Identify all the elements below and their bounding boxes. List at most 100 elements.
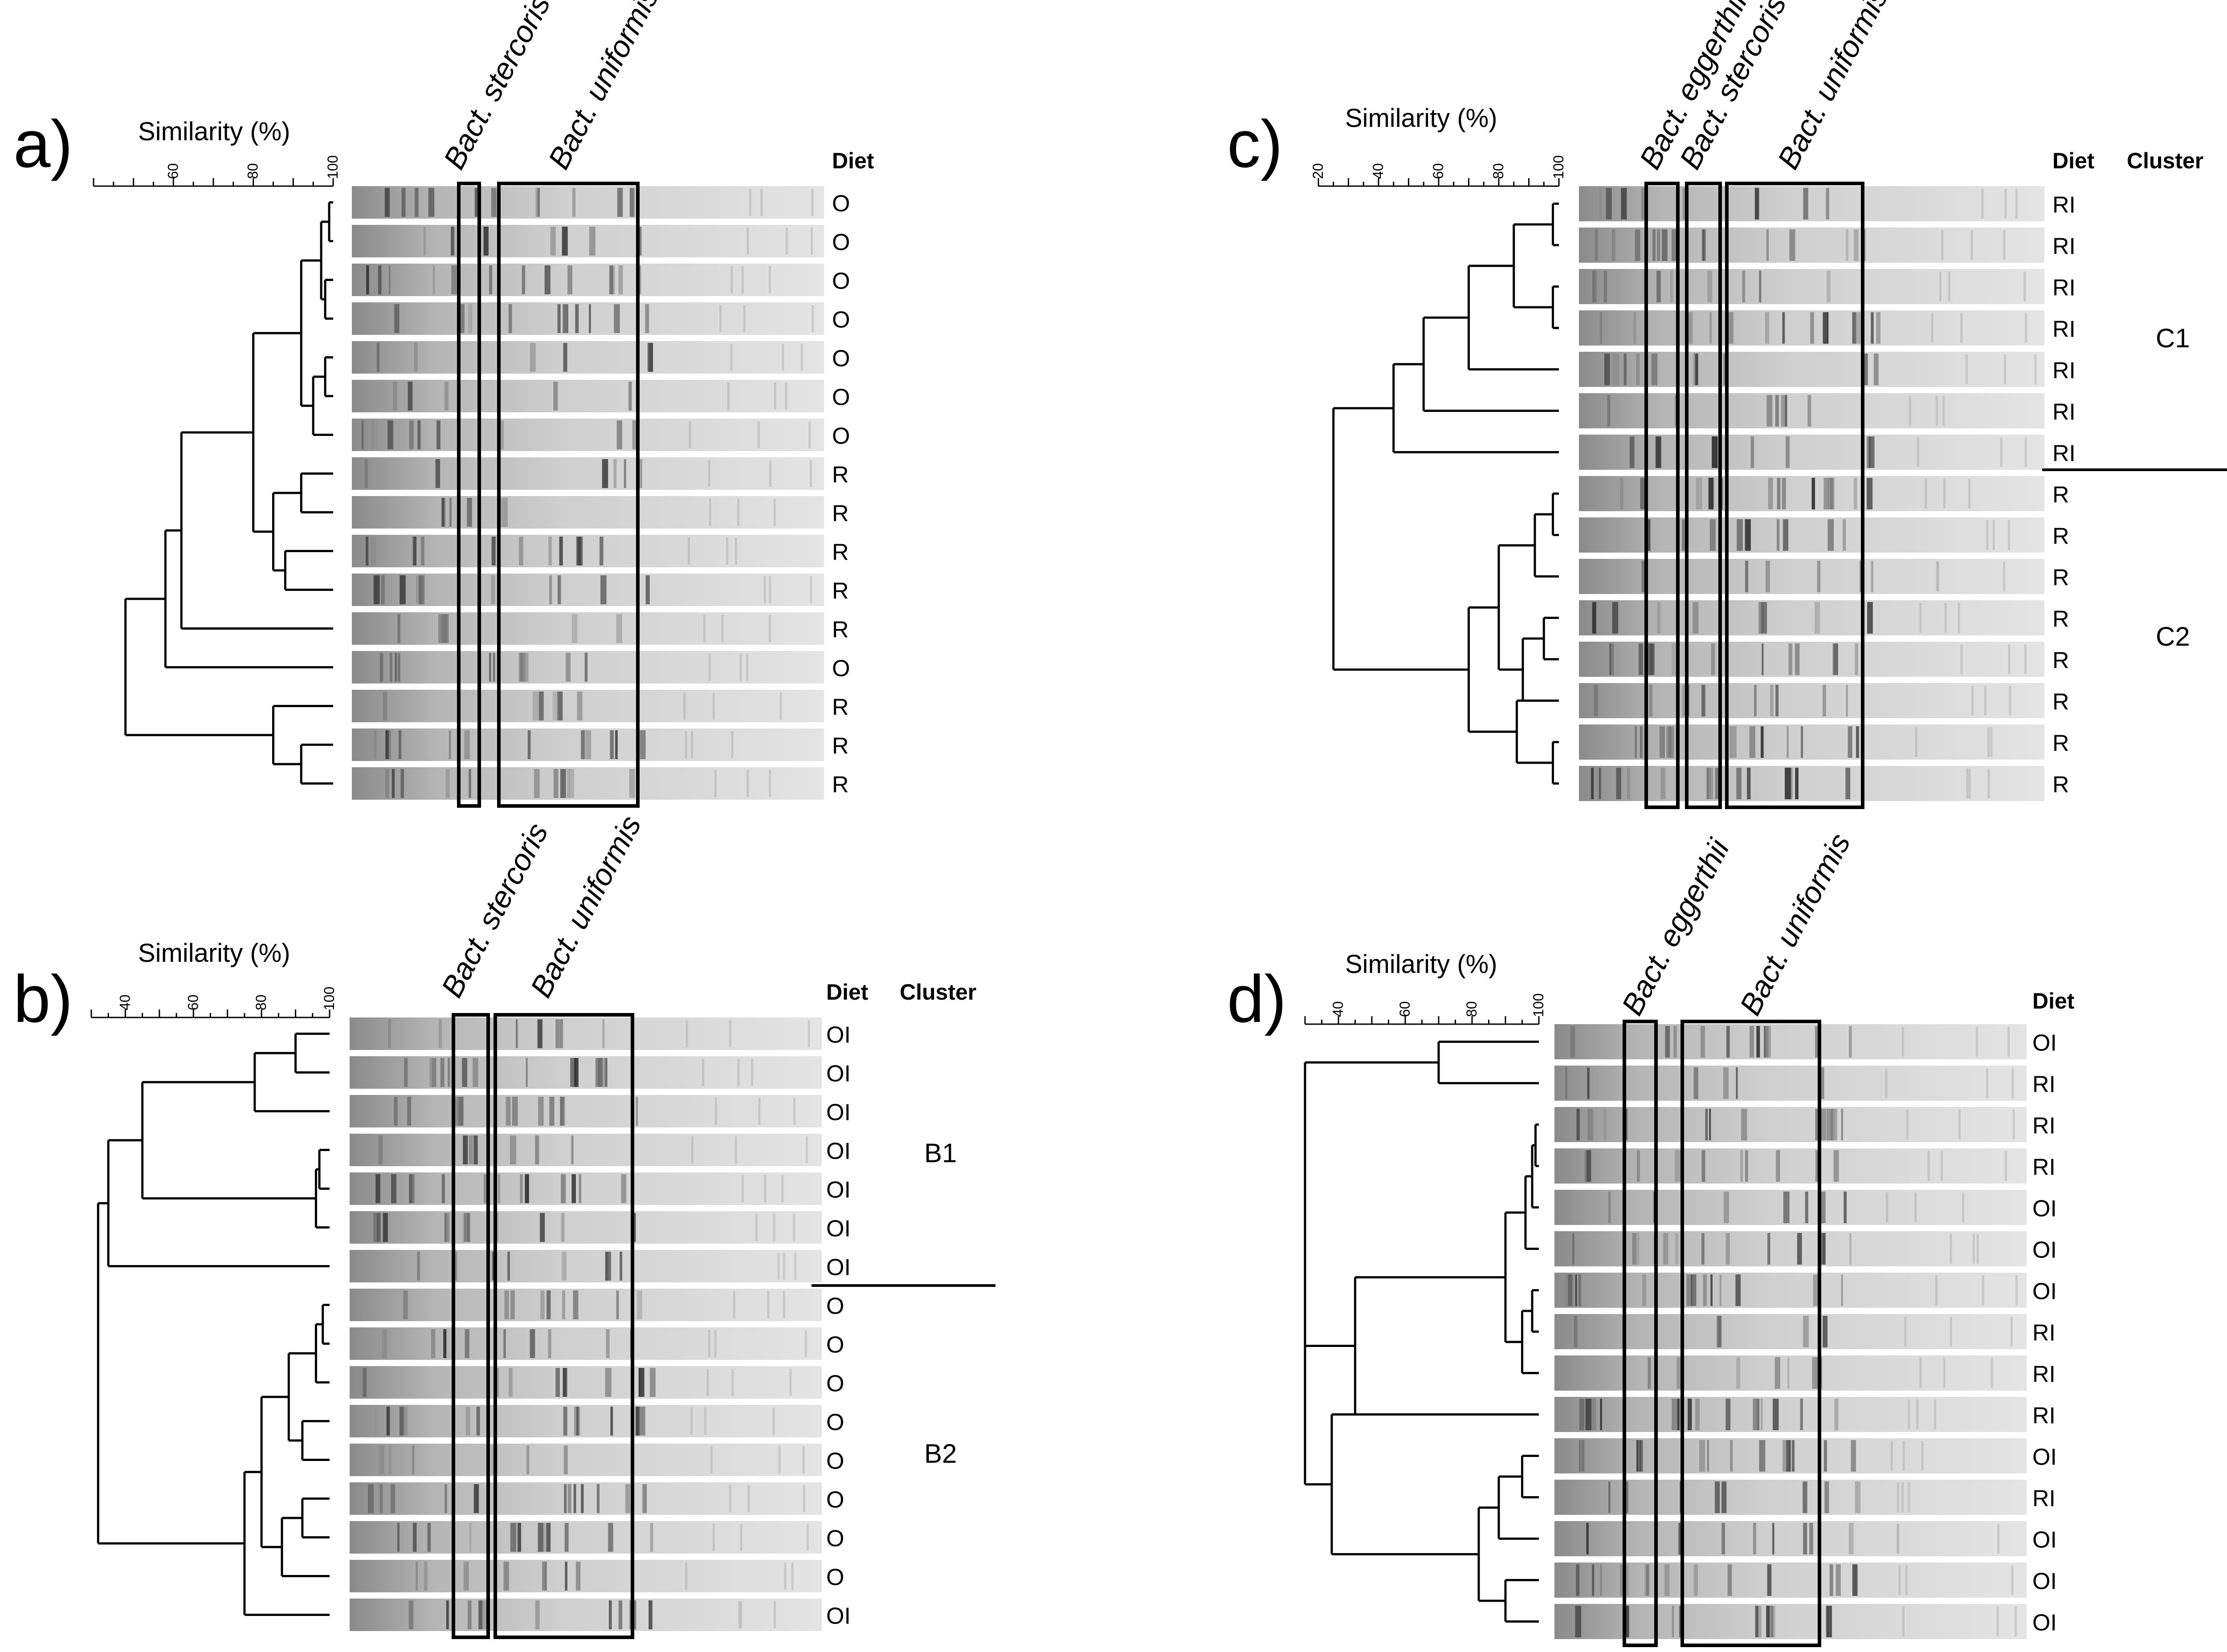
gel-band	[1693, 1067, 1698, 1099]
gel-band	[647, 343, 650, 372]
gel-band	[589, 227, 595, 256]
gel-band	[474, 188, 477, 217]
gel-band	[473, 1135, 478, 1164]
gel-band	[616, 420, 622, 449]
gel-band	[441, 498, 445, 527]
gel-band	[389, 653, 392, 682]
gel-band	[628, 382, 632, 411]
species-band-box	[452, 1013, 490, 1639]
gel-band	[779, 692, 782, 720]
diet-label: RI	[2032, 1113, 2056, 1139]
gel-band	[1925, 479, 1927, 509]
gel-band	[508, 1368, 513, 1397]
gel-band	[1761, 1399, 1763, 1430]
gel-band	[1834, 643, 1838, 675]
gel-band	[1768, 1606, 1774, 1637]
gel-band	[1633, 312, 1636, 344]
gel-band	[618, 265, 623, 294]
gel-band	[2010, 1317, 2013, 1347]
gel-band	[589, 304, 591, 333]
gel-band	[1709, 1109, 1711, 1140]
gel-band	[621, 1174, 627, 1203]
gel-band	[624, 459, 626, 488]
gel-band	[1765, 561, 1770, 592]
gel-band	[1801, 726, 1803, 758]
gel-band	[399, 1407, 405, 1436]
gel-band	[1832, 1109, 1837, 1140]
gel-band	[1603, 271, 1607, 302]
gel-band	[1990, 727, 1993, 757]
gel-lane	[1554, 1024, 2027, 1059]
gel-band	[575, 1562, 581, 1591]
diet-label: OI	[826, 1603, 851, 1629]
gel-band	[473, 1058, 478, 1087]
gel-band	[1671, 229, 1677, 261]
gel-band	[1727, 1564, 1732, 1596]
gel-band	[510, 1135, 516, 1164]
cluster-label: B1	[924, 1138, 957, 1168]
gel-band	[534, 769, 540, 798]
gel-band	[412, 1445, 415, 1474]
axis-tick-label: 40	[1370, 163, 1386, 179]
gel-band	[1826, 1109, 1833, 1140]
gel-band	[546, 1523, 551, 1552]
gel-band	[375, 1174, 380, 1203]
gel-band	[768, 266, 771, 293]
gel-band	[1701, 1150, 1705, 1182]
gel-band	[1617, 354, 1619, 385]
gel-band	[746, 654, 748, 681]
gel-band	[1815, 602, 1820, 634]
gel-band	[1707, 768, 1711, 799]
diet-label: RI	[2052, 441, 2076, 467]
gel-band	[1754, 188, 1759, 220]
similarity-axis-title: Similarity (%)	[1345, 950, 1497, 979]
gel-band	[1620, 478, 1623, 509]
gel-band	[544, 265, 551, 294]
gel-lane	[352, 690, 824, 722]
gel-band	[1682, 685, 1686, 716]
gel-band	[1844, 1192, 1847, 1223]
gel-band	[1612, 354, 1619, 385]
gel-band	[1646, 1564, 1649, 1596]
gel-band	[1721, 1481, 1727, 1513]
gel-band	[491, 188, 497, 217]
diet-label: R	[2052, 565, 2069, 591]
gel-band	[2025, 313, 2027, 343]
gel-band	[483, 227, 489, 256]
gel-band	[1640, 478, 1646, 509]
gel-band	[1803, 1523, 1807, 1554]
gel-band	[1649, 685, 1652, 716]
gel-band	[737, 499, 740, 526]
gel-band	[1942, 396, 1945, 426]
gel-band	[1737, 519, 1743, 551]
gel-band	[510, 1290, 515, 1319]
gel-band	[1616, 768, 1621, 799]
gel-band	[412, 1523, 417, 1552]
gel-band	[465, 1329, 469, 1358]
gel-band	[1648, 643, 1654, 675]
gel-band	[1943, 1358, 1946, 1388]
cluster-label: C2	[2156, 622, 2190, 651]
diet-label: R	[2052, 648, 2069, 674]
gel-band	[1657, 602, 1660, 634]
gel-band	[1695, 1399, 1700, 1430]
diet-label: O	[832, 269, 850, 294]
gel-band	[2004, 1151, 2007, 1181]
gel-band	[403, 1407, 408, 1436]
diet-label: O	[832, 423, 850, 449]
gel-band	[729, 1020, 731, 1047]
gel-band	[1788, 643, 1793, 675]
gel-band	[567, 265, 573, 294]
gel-band	[1777, 478, 1781, 509]
gel-band	[783, 1253, 785, 1280]
gel-lane	[352, 341, 824, 374]
gel-band	[730, 266, 733, 293]
gel-band	[359, 1368, 363, 1397]
gel-band	[1754, 685, 1757, 716]
gel-band	[793, 1214, 795, 1241]
gel-lane	[1554, 1190, 2027, 1225]
diet-label: O	[826, 1565, 844, 1591]
gel-band	[463, 1562, 469, 1591]
gel-band	[1958, 603, 1960, 633]
gel-band	[609, 265, 613, 294]
